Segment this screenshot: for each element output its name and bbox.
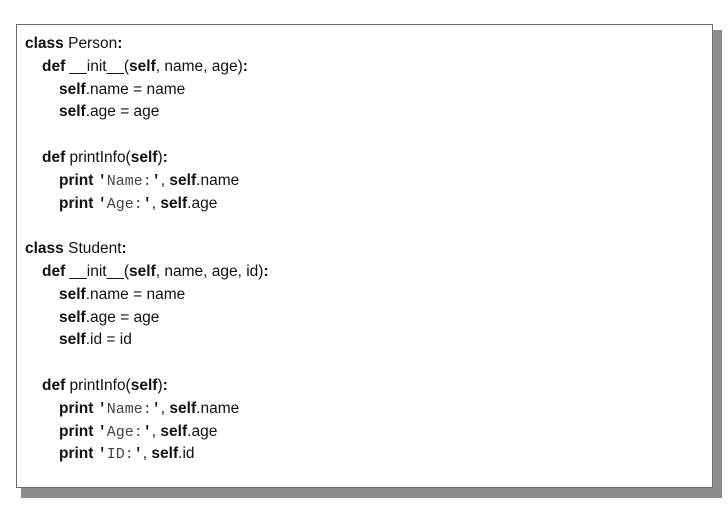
code-keyword: def [42,148,66,166]
code-text: .id = id [85,331,132,349]
code-text: Person [63,35,118,52]
code-keyword: print [59,445,94,463]
code-string: ' [133,446,143,464]
code-line: self.name = name [25,79,712,102]
code-text: , [151,422,161,440]
code-text: .age = age [85,103,160,121]
code-string: ' [97,446,107,464]
code-text: .name = name [85,80,186,98]
code-keyword: self [130,148,158,166]
code-keyword: self [129,57,156,75]
code-text: ) [157,148,163,166]
code-text: , [142,445,152,463]
code-string: ' [97,423,107,441]
code-keyword: self [59,103,86,121]
code-line: self.id = id [25,329,712,352]
code-keyword: class [25,240,64,258]
code-line: def printInfo(self): [25,147,712,170]
code-text: printInfo( [65,148,131,166]
code-text: ) [157,376,163,394]
code-keyword: self [160,194,188,212]
code-text: , name, age) [155,57,243,75]
code-text: printInfo( [65,376,131,394]
code-line: print 'ID:', self.id [25,443,712,466]
code-keyword: : [263,262,269,280]
code-text: .age = age [85,308,160,326]
code-keyword: print [59,171,94,189]
code-keyword: self [59,308,86,326]
code-string: ' [97,400,107,418]
code-line: print 'Name:', self.name [25,398,712,421]
blank-line [25,124,712,147]
code-line: print 'Name:', self.name [25,170,712,193]
code-line: class Person: [25,33,712,56]
code-keyword: def [42,376,66,394]
code-string: ID: [106,446,134,464]
code-string: Name: [106,400,152,418]
code-keyword: self [59,331,86,349]
code-keyword: self [129,262,156,280]
code-text: , name, age, id) [155,262,264,280]
code-keyword: self [151,445,179,463]
code-keyword: : [121,240,127,258]
code-string: ' [151,172,161,190]
code-line: print 'Age:', self.age [25,421,712,444]
code-text: __init__( [65,57,130,75]
code-keyword: : [242,57,248,75]
code-line: self.age = age [25,307,712,330]
code-string: ' [151,400,161,418]
code-keyword: print [59,194,94,212]
code-line: def __init__(self, name, age): [25,56,712,79]
code-line: def __init__(self, name, age, id): [25,261,712,284]
code-keyword: self [160,422,188,440]
code-line: print 'Age:', self.age [25,193,712,216]
code-keyword: : [162,376,168,394]
code-string: ' [142,423,152,441]
code-keyword: print [59,399,94,417]
code-line: class Student: [25,238,712,261]
code-keyword: print [59,422,94,440]
blank-line [25,215,712,238]
code-keyword: self [59,80,86,98]
code-text: .name [196,171,240,189]
code-keyword: : [162,148,168,166]
code-text: , [160,399,170,417]
code-text: .name [196,399,240,417]
code-listing: class Person:def __init__(self, name, ag… [16,24,713,488]
code-text: , [151,194,161,212]
code-string: ' [97,172,107,190]
code-string: Age: [106,423,143,441]
code-string: Name: [106,172,152,190]
code-text: .id [178,445,195,463]
code-keyword: self [169,171,197,189]
code-line: self.age = age [25,101,712,124]
code-line: def printInfo(self): [25,375,712,398]
code-string: ' [142,195,152,213]
code-text: .name = name [85,285,186,303]
code-keyword: def [42,57,66,75]
code-text: .age [187,194,218,212]
code-text: __init__( [65,262,130,280]
code-keyword: self [130,376,158,394]
code-keyword: class [25,35,64,52]
code-line: self.name = name [25,284,712,307]
code-string: ' [97,195,107,213]
code-keyword: self [169,399,197,417]
code-text: .age [187,422,218,440]
code-keyword: self [59,285,86,303]
code-text: Student [63,240,122,258]
code-keyword: def [42,262,66,280]
code-keyword: : [117,35,123,52]
code-string: Age: [106,195,143,213]
code-text: , [160,171,170,189]
blank-line [25,352,712,375]
